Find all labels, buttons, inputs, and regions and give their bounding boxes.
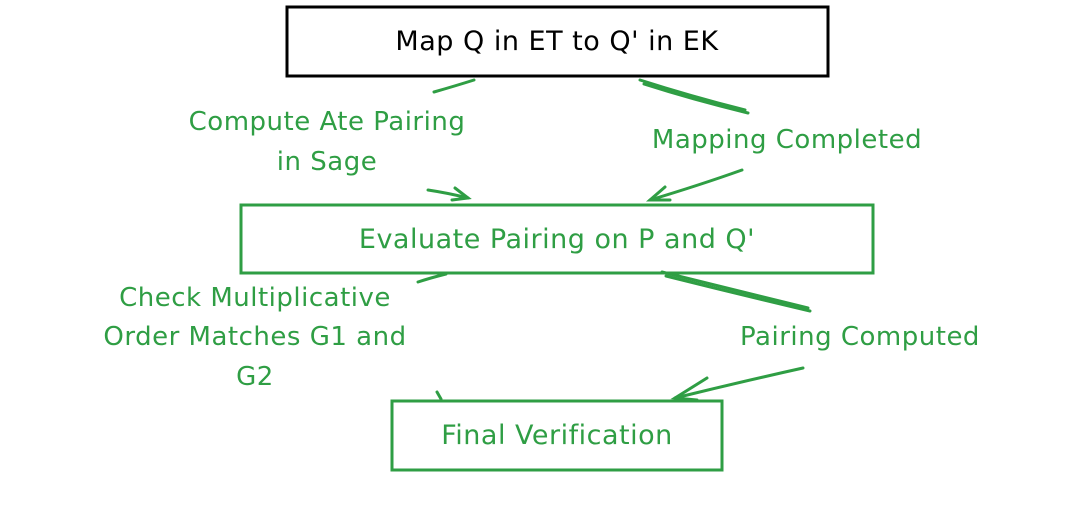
edge-label-compute-ate-line2: in Sage [277,147,377,177]
edge-label-mapping-completed: Mapping Completed [652,125,922,155]
edge-pairing-computed [660,270,812,402]
edge-compute-ate [426,78,476,202]
edge-label-pairing-computed-text: Pairing Computed [740,322,980,352]
node-final-verification-label: Final Verification [441,420,673,451]
edge-label-check-order: Check Multiplicative Order Matches G1 an… [103,283,406,392]
edge-label-check-order-line2: Order Matches G1 and [103,322,406,352]
node-final-verification-box [390,399,724,472]
edge-pairing-computed-arrowhead [670,376,709,402]
node-evaluate-pairing-box [239,203,875,275]
node-map-q-box [285,5,830,78]
edge-label-check-order-line1: Check Multiplicative [119,283,391,313]
edge-check-order-line-bottom [435,390,443,401]
edge-mapping-completed-arrowhead [645,185,672,202]
edge-compute-ate-arrowhead [450,186,472,202]
edge-label-check-order-line3: G2 [236,362,274,392]
node-final-verification: Final Verification [390,399,724,472]
edge-mapping-completed [638,78,750,202]
edge-check-order-line-top [416,272,448,284]
node-map-q-label: Map Q in ET to Q' in EK [395,26,719,57]
edge-label-compute-ate: Compute Ate Pairing in Sage [189,107,466,177]
edge-mapping-completed-line-top [638,78,747,112]
edge-pairing-computed-line-bottom [673,366,805,400]
node-evaluate-pairing: Evaluate Pairing on P and Q' [239,203,875,275]
edge-pairing-computed-line-top-2 [664,274,812,313]
edge-label-mapping-completed-text: Mapping Completed [652,125,922,155]
edge-label-compute-ate-line1: Compute Ate Pairing [189,107,466,137]
edge-pairing-computed-line-top [660,270,810,310]
edge-compute-ate-line-top [432,78,476,94]
edge-check-order [416,272,448,401]
edge-mapping-completed-line-bottom [648,168,744,202]
edge-mapping-completed-line-top-2 [642,82,750,115]
node-map-q: Map Q in ET to Q' in EK [285,5,830,78]
edge-label-pairing-computed: Pairing Computed [740,322,980,352]
node-evaluate-pairing-label: Evaluate Pairing on P and Q' [359,224,755,255]
